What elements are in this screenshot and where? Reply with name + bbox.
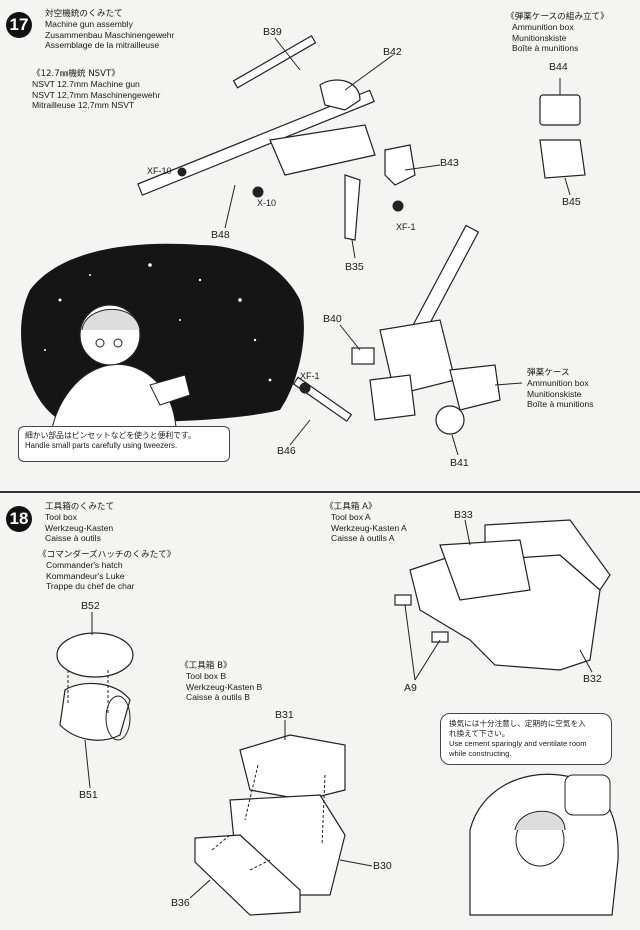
part-label-b48: B48	[211, 229, 230, 241]
nsvt-caption: 《12.7㎜機銃 NSVT》 NSVT 12.7mm Machine gun N…	[32, 69, 161, 110]
part-label-b40: B40	[323, 313, 342, 325]
part-b45-drawing	[539, 139, 586, 179]
part-b36-drawing	[194, 834, 301, 916]
part-b42-drawing	[319, 79, 361, 111]
gun-receiver-drawing	[269, 124, 376, 176]
part-label-b39: B39	[263, 26, 282, 38]
part-b40-drawing	[351, 347, 375, 365]
ammo-box-drawing	[449, 364, 501, 411]
paint-label-xf1-bottom: XF-1	[300, 371, 320, 381]
part-label-b30: B30	[373, 860, 392, 872]
ammo-box-caption: 弾薬ケース Ammunition box Munitionskiste Boît…	[527, 368, 594, 409]
crewman-figure-18	[469, 773, 619, 916]
part-label-a9: A9	[404, 682, 417, 694]
part-label-b32: B32	[583, 673, 602, 685]
step18-title: 工具箱のくみたて Tool box Werkzeug-Kasten Caisse…	[45, 502, 115, 543]
step-number-18: 18	[6, 506, 32, 532]
part-label-b46: B46	[277, 445, 296, 457]
ammo-box-assembly-caption: 《弾薬ケースの組み立て》 Ammunition box Munitionskis…	[506, 12, 609, 53]
part-b35-drawing	[344, 174, 361, 241]
paint-label-xf1-top: XF-1	[396, 222, 416, 232]
part-b52-drawing	[56, 632, 134, 678]
part-label-b35: B35	[345, 261, 364, 273]
hatch-caption: 《コマンダーズハッチのくみたて》 Commander's hatch Komma…	[38, 550, 176, 591]
part-b41-drawing	[435, 405, 465, 435]
part-label-b45: B45	[562, 196, 581, 208]
tool-box-b-caption: 《工具箱 B》 Tool box B Werkzeug-Kasten B Cai…	[180, 661, 263, 702]
part-label-b51: B51	[79, 789, 98, 801]
crewman-figure-17	[49, 304, 191, 441]
part-label-b33: B33	[454, 509, 473, 521]
part-b31-drawing	[239, 734, 346, 801]
tool-box-a-caption: 《工具箱 A》 Tool box A Werkzeug-Kasten A Cai…	[325, 502, 407, 543]
step17-title: 対空機銃のくみたて Machine gun assembly Zusammenb…	[45, 9, 175, 50]
part-label-b44: B44	[549, 61, 568, 73]
step-divider	[0, 491, 640, 493]
paint-label-xf10: XF-10	[147, 166, 172, 176]
paint-label-x10: X-10	[257, 198, 277, 208]
stars	[44, 263, 272, 382]
part-label-b41: B41	[450, 457, 469, 469]
part-b39-drawing	[232, 35, 317, 89]
part-b48-barrel-drawing	[137, 89, 375, 196]
step-number-17: 17	[6, 12, 32, 38]
part-label-b31: B31	[275, 709, 294, 721]
part-b51-drawing	[59, 682, 131, 741]
ventilation-note: 換気には十分注意し、定期的に空気を入 れ換えて下さい。 Use cement s…	[440, 713, 612, 765]
part-b44-drawing	[539, 94, 581, 126]
part-b33-drawing	[439, 539, 531, 601]
part-label-b52: B52	[81, 600, 100, 612]
tweezers-note: 細かい部品はピンセットなどを使うと便利です。 Handle small part…	[18, 426, 230, 462]
part-label-b36: B36	[171, 897, 190, 909]
part-b43-drawing	[384, 144, 416, 186]
part-label-b42: B42	[383, 46, 402, 58]
part-label-b43: B43	[440, 157, 459, 169]
